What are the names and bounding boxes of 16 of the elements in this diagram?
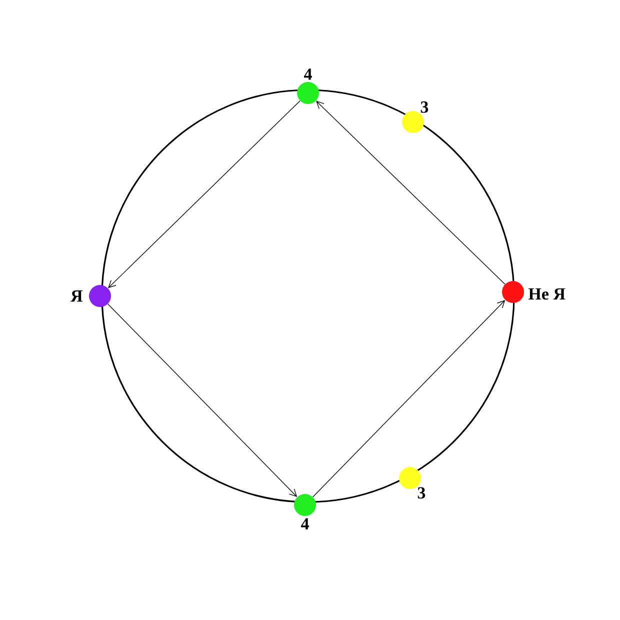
arrow: [108, 100, 300, 288]
point-label: 4: [301, 518, 309, 530]
dot: [399, 467, 421, 489]
dot: [294, 494, 316, 516]
point-label: 4: [304, 68, 312, 80]
arrow: [108, 304, 298, 497]
point-label: 3: [418, 487, 426, 499]
dot: [89, 285, 111, 307]
arrow: [316, 100, 506, 285]
dot: [297, 82, 319, 104]
arrow: [312, 300, 506, 498]
dot: [402, 111, 424, 133]
point-label: 3: [420, 101, 428, 113]
point-label: Я: [70, 290, 83, 302]
dot: [502, 281, 524, 303]
point-label: Не Я: [528, 288, 566, 300]
